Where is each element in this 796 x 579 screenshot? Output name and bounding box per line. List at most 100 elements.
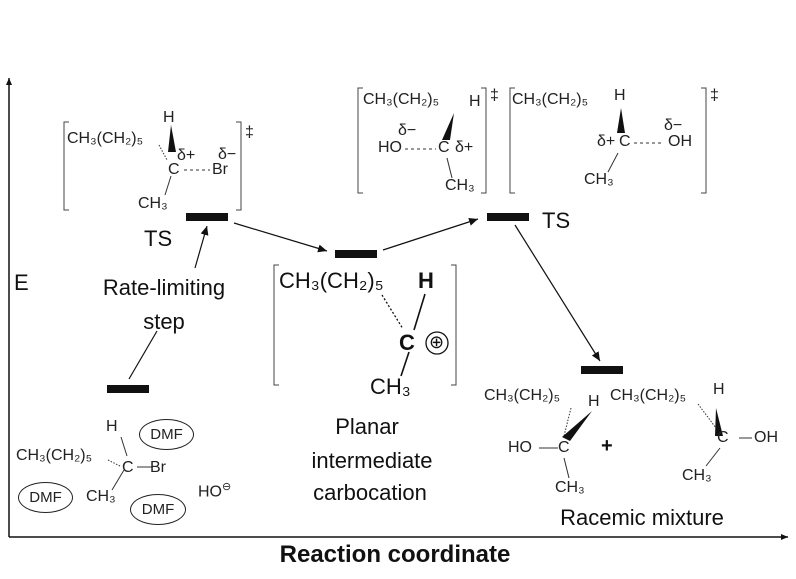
product-a-bond-ch3 <box>563 457 570 479</box>
arrow-ts2-to-product <box>514 224 601 362</box>
ts2b-delta-plus: δ+ <box>597 133 616 150</box>
dmf-solvent-3: DMF <box>130 494 186 525</box>
ts2b-delta-minus: δ− <box>664 117 683 134</box>
product-level <box>581 366 623 374</box>
ts2a-carbon: C <box>438 139 450 156</box>
arrow-to-ts1 <box>194 225 209 269</box>
intermediate-h: H <box>418 268 434 293</box>
hydroxide-nucleophile: HO⊖ <box>198 482 231 500</box>
intermediate-carbon: C <box>399 330 415 355</box>
product-b-h: H <box>713 381 725 398</box>
ts2b-dagger: ‡ <box>710 87 719 104</box>
arrow-rate-step <box>128 330 158 380</box>
ts1-bond-hash <box>158 144 168 161</box>
intermediate-caption-1: Planar <box>335 414 399 439</box>
dmf-solvent-2: DMF <box>18 482 73 513</box>
ts2a-bond-ch3 <box>446 157 453 179</box>
ts1-wedge <box>168 125 176 152</box>
reactant-bond-h <box>120 436 128 457</box>
rate-limiting-step-label: step <box>143 309 185 334</box>
intermediate-bond-ch3 <box>400 351 410 377</box>
ts1-bond-ch3 <box>164 175 172 196</box>
ts2a-delta-plus: δ+ <box>455 139 474 156</box>
intermediate-caption-3: carbocation <box>313 480 427 505</box>
ts2b-carbon: C <box>619 133 631 150</box>
dmf-solvent-1: DMF <box>139 419 194 450</box>
ts1-carbon: C <box>168 161 180 178</box>
intermediate-bond-hash <box>381 294 404 330</box>
ts2b-ch3: CH₃ <box>584 171 614 188</box>
ts2a-alkyl-group: CH₃(CH₂)₅ <box>363 91 440 108</box>
ts1-dagger: ‡ <box>245 124 254 141</box>
hydroxide-charge: ⊖ <box>222 481 232 493</box>
rate-limiting-label: Rate-limiting <box>102 275 226 300</box>
ts2a-ch3: CH₃ <box>445 177 475 194</box>
reactant-br: Br <box>150 459 166 476</box>
ts2-label: TS <box>542 208 571 233</box>
product-a-ho: HO <box>508 439 532 456</box>
reactant-h: H <box>106 418 118 435</box>
intermediate-alkyl-group: CH₃(CH₂)₅ <box>279 268 384 293</box>
product-a-ch3: CH₃ <box>555 479 585 496</box>
ts2a-bracket-left <box>357 87 363 194</box>
ts2b-bracket-left <box>509 87 515 194</box>
product-a-bond-hash <box>563 407 572 437</box>
x-axis-label: Reaction coordinate <box>279 541 511 568</box>
product-b-wedge <box>715 408 723 436</box>
intermediate-bond-h <box>413 293 426 331</box>
y-axis-label: E <box>14 270 29 295</box>
intermediate-bracket-right <box>451 264 457 386</box>
product-b-alkyl-group: CH₃(CH₂)₅ <box>610 387 687 404</box>
ts2b-wedge <box>617 108 625 133</box>
reactant-level <box>107 385 149 393</box>
ts1-level <box>186 213 228 221</box>
ts2a-delta-minus: δ− <box>398 122 417 139</box>
ts1-label: TS <box>144 226 173 251</box>
reactant-carbon: C <box>122 459 134 476</box>
ts1-delta-minus: δ− <box>218 146 237 163</box>
product-caption: Racemic mixture <box>560 505 724 530</box>
product-b-carbon: C <box>717 429 729 446</box>
ts1-br: Br <box>212 161 228 178</box>
reactant-bond-hash <box>107 459 121 467</box>
hydroxide-label: HO <box>198 483 222 501</box>
ts2b-bond-ch3 <box>607 152 619 173</box>
product-b-ch3: CH₃ <box>682 467 712 484</box>
ts2a-ho: HO <box>378 139 402 156</box>
ts2b-h: H <box>614 87 626 104</box>
ts1-bracket-left <box>63 121 69 211</box>
ts2a-h: H <box>469 93 481 110</box>
intermediate-charge: ⊕ <box>429 332 445 352</box>
product-a-h: H <box>588 393 600 410</box>
ts2b-alkyl-group: CH₃(CH₂)₅ <box>512 91 589 108</box>
ts1-delta-plus: δ+ <box>177 147 196 164</box>
product-a-wedge <box>562 411 592 441</box>
reactant-ch3: CH₃ <box>86 488 116 505</box>
ts1-h: H <box>163 109 175 126</box>
product-b-bond-ch3 <box>705 447 721 467</box>
ts1-alkyl-group: CH₃(CH₂)₅ <box>67 130 144 147</box>
intermediate-level <box>335 250 377 258</box>
arrow-intermediate-to-ts2 <box>382 217 479 251</box>
ts2a-bracket-right <box>481 87 487 194</box>
ts1-ch3: CH₃ <box>138 195 168 212</box>
product-a-carbon: C <box>558 439 570 456</box>
ts2a-wedge <box>442 113 454 140</box>
intermediate-ch3: CH₃ <box>370 374 411 399</box>
intermediate-caption-2: intermediate <box>311 448 433 473</box>
product-a-alkyl-group: CH₃(CH₂)₅ <box>484 387 561 404</box>
reactant-bond-ch3 <box>111 469 125 491</box>
product-b-oh: OH <box>754 429 778 446</box>
ts2b-bracket-right <box>701 87 707 194</box>
reactant-alkyl-group: CH₃(CH₂)₅ <box>16 447 93 464</box>
ts1-bracket-right <box>236 121 242 211</box>
intermediate-charge-circle <box>425 331 449 355</box>
product-b-bond-hash <box>697 403 717 429</box>
ts2-level <box>487 213 529 221</box>
ts2b-oh: OH <box>668 133 692 150</box>
arrow-ts1-to-intermediate <box>233 222 328 253</box>
ts2a-dagger: ‡ <box>490 87 499 104</box>
intermediate-bracket-left <box>273 264 279 386</box>
product-plus: + <box>601 435 613 457</box>
